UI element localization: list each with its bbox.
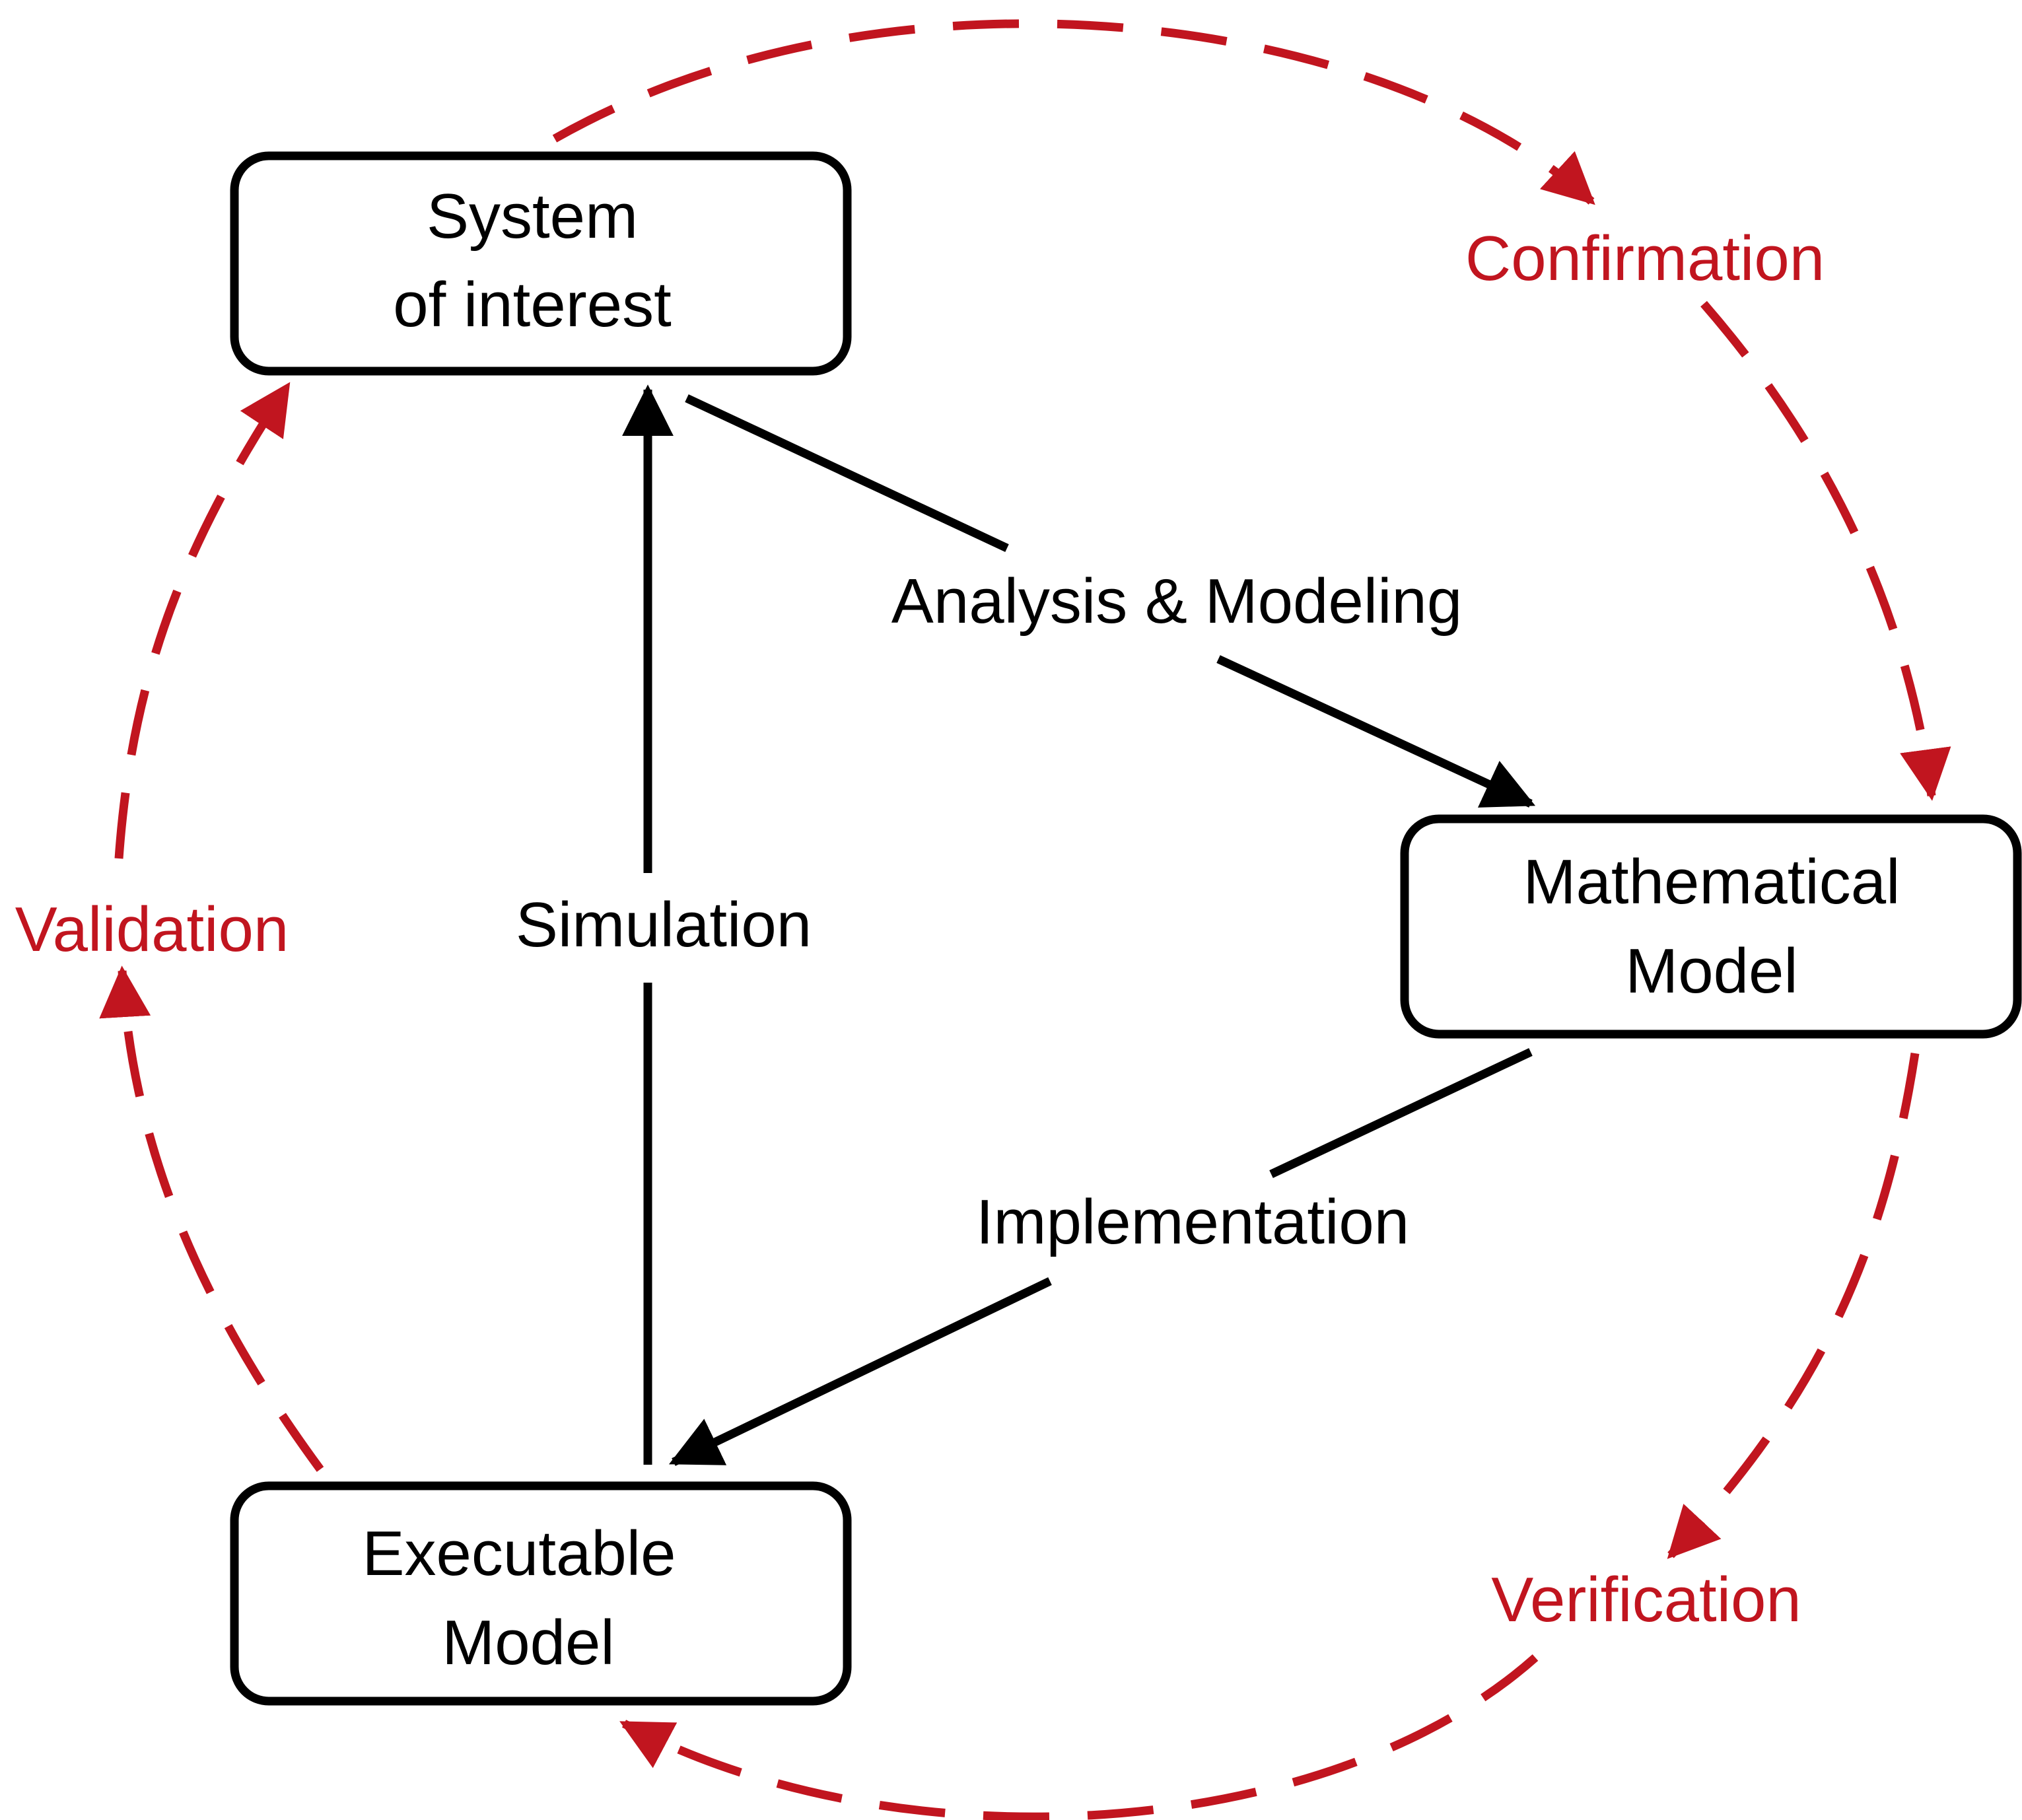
cycle-arcs	[99, 19, 1951, 1820]
validation-arc-lower	[99, 965, 324, 1472]
analysis-arrow-start	[685, 394, 1009, 552]
confirmation-arc-lower	[1700, 300, 1951, 801]
analysis-arrow	[1216, 655, 1536, 808]
implementation-arrow-start	[1269, 1048, 1533, 1178]
system-of-interest-box: System of interest	[230, 151, 852, 376]
validation-arc	[114, 382, 291, 859]
main-edges	[622, 384, 1536, 1466]
system-of-interest-line1: System	[427, 181, 638, 252]
simulation-label: Simulation	[516, 890, 812, 960]
validation-label: Validation	[15, 894, 289, 965]
analysis-modeling-label: Analysis & Modeling	[891, 566, 1462, 637]
executable-model-box: Executable Model	[230, 1481, 852, 1706]
mathematical-model-line1: Mathematical	[1523, 847, 1900, 917]
verification-label: Verification	[1491, 1564, 1801, 1635]
system-of-interest-line2: of interest	[393, 269, 672, 340]
implementation-arrow	[668, 1277, 1052, 1466]
verification-arc-lower	[619, 1654, 1539, 1820]
verification-arc	[1667, 1053, 1920, 1559]
executable-model-line1: Executable	[363, 1518, 676, 1589]
confirmation-label: Confirmation	[1465, 223, 1825, 294]
mathematical-model-line2: Model	[1625, 936, 1797, 1006]
mathematical-model-box: Mathematical Model	[1400, 814, 2022, 1039]
confirmation-arc	[552, 19, 1595, 205]
implementation-label: Implementation	[976, 1187, 1409, 1257]
executable-model-line2: Model	[442, 1607, 614, 1678]
